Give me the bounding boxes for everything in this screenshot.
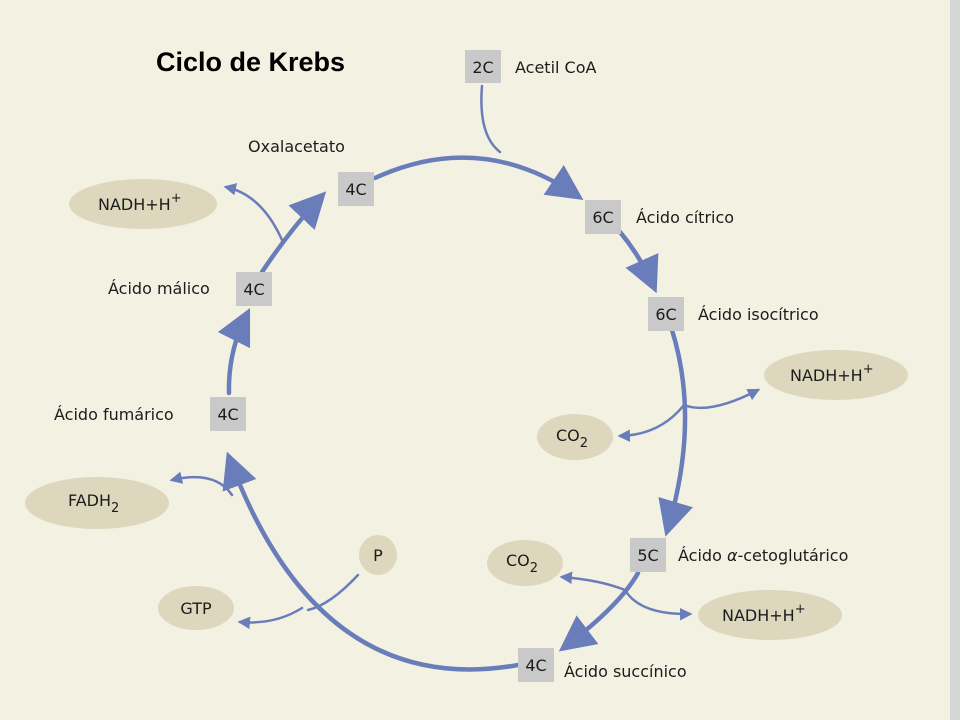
product-label: FADH2 (68, 491, 119, 516)
node-malico: 4C Ácido málico (108, 272, 272, 306)
carbon-count: 2C (472, 58, 493, 77)
carbon-box (585, 200, 621, 234)
arrow-to-citrico (372, 155, 584, 201)
product-nadh-right-1: NADH+H+ (764, 350, 908, 400)
product-label: P (373, 546, 383, 565)
product-nadh-top-left: NADH+H+ (69, 179, 217, 229)
arrow-co2-right-1 (617, 403, 686, 442)
arrow-to-oxalacetato (259, 191, 327, 275)
oval (487, 540, 563, 586)
product-gtp: GTP (158, 586, 234, 630)
node-label: Ácido α-cetoglutárico (678, 546, 848, 565)
carbon-box (236, 272, 272, 306)
node-acetil: 2C Acetil CoA (465, 50, 597, 83)
node-label: Ácido cítrico (636, 208, 734, 227)
node-label: Ácido isocítrico (698, 305, 819, 324)
product-label: NADH+H+ (790, 362, 874, 385)
carbon-box (210, 397, 246, 431)
carbon-count: 6C (655, 305, 676, 324)
product-phosphate: P (359, 535, 397, 575)
node-label: Ácido fumárico (54, 405, 174, 424)
carbon-count: 4C (243, 280, 264, 299)
arrow-to-succinico (558, 570, 641, 652)
node-isocitrico: 6C Ácido isocítrico (648, 297, 819, 331)
carbon-count: 4C (525, 656, 546, 675)
node-succinico: 4C Ácido succínico (518, 648, 687, 682)
carbon-box (630, 538, 666, 572)
arrow-co2-right-2 (559, 571, 627, 592)
carbon-count: 5C (637, 546, 658, 565)
arrow-nadh-right-2 (623, 588, 693, 621)
node-cetoglutarico: 5C Ácido α-cetoglutárico (630, 538, 848, 572)
page-title: Ciclo de Krebs (156, 47, 345, 77)
product-co2-right-1: CO2 (537, 414, 613, 460)
oval (698, 590, 842, 640)
arrow-nadh-right-1 (682, 388, 761, 410)
carbon-box (465, 50, 501, 83)
oval (764, 350, 908, 400)
cycle-arrows (217, 155, 693, 672)
arrow-to-fumarico (222, 451, 521, 672)
node-label: Ácido málico (108, 279, 210, 298)
arrow-gtp (237, 606, 304, 630)
node-oxalacetato: 4C Oxalacetato (248, 137, 374, 206)
arrow-to-malico (217, 307, 251, 396)
product-label: GTP (180, 599, 212, 618)
carbon-count: 4C (217, 405, 238, 424)
oval (25, 477, 169, 529)
arrow-nadh-top-left (223, 183, 284, 242)
arrow-to-cetoglutarico (658, 327, 693, 537)
node-label: Acetil CoA (515, 58, 597, 77)
side-arrows (169, 84, 761, 630)
carbon-box (338, 172, 374, 206)
carbon-box (648, 297, 684, 331)
product-label: NADH+H+ (722, 602, 806, 625)
alpha-symbol: α (727, 546, 738, 565)
arrow-fadh2 (169, 471, 234, 497)
carbon-count: 6C (592, 208, 613, 227)
product-co2-right-2: CO2 (487, 540, 563, 586)
arrow-to-isocitrico (617, 229, 659, 294)
right-border (950, 0, 960, 720)
carbon-box (518, 648, 554, 682)
arrow-phosphate (306, 573, 360, 612)
product-label: CO2 (556, 426, 588, 451)
node-fumarico: 4C Ácido fumárico (54, 397, 246, 431)
arrow-acetil-in (480, 84, 502, 154)
product-label: CO2 (506, 551, 538, 576)
oval (158, 586, 234, 630)
oval (537, 414, 613, 460)
product-fadh2: FADH2 (25, 477, 169, 529)
product-nadh-right-2: NADH+H+ (698, 590, 842, 640)
node-citrico: 6C Ácido cítrico (585, 200, 734, 234)
product-label: NADH+H+ (98, 191, 182, 214)
oval (359, 535, 397, 575)
oval (69, 179, 217, 229)
node-label: Oxalacetato (248, 137, 345, 156)
node-label: Ácido succínico (564, 662, 687, 681)
carbon-count: 4C (345, 180, 366, 199)
